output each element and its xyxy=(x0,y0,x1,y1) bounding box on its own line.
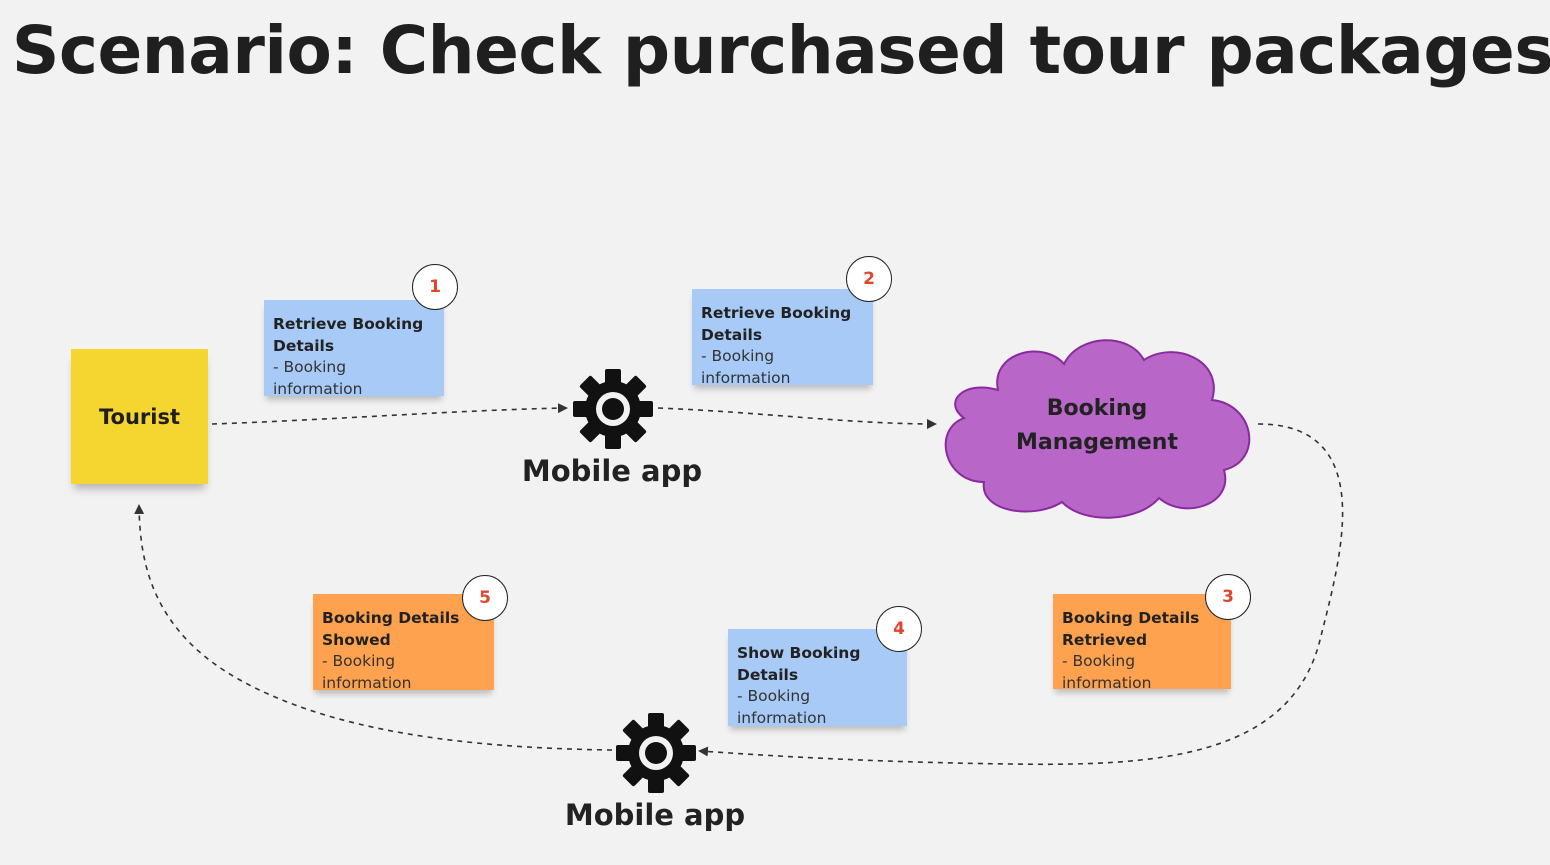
step-badge-4: 4 xyxy=(876,606,922,652)
note-3-heading-line1: Booking Details xyxy=(1062,609,1200,627)
system-label-line1: Booking xyxy=(1046,396,1148,421)
note-1-heading-line1: Retrieve Booking xyxy=(273,315,424,333)
note-2-heading-line1: Retrieve Booking xyxy=(701,304,852,322)
note-5-heading-line2: Showed xyxy=(322,630,391,649)
step-badge-2: 2 xyxy=(846,256,892,302)
note-2-heading-line2: Details xyxy=(701,325,763,344)
tourist-label: Tourist xyxy=(98,404,180,429)
step-badge-1: 1 xyxy=(412,264,458,310)
mobile-app-label-top: Mobile app xyxy=(521,454,703,488)
step-badge-3: 3 xyxy=(1205,574,1251,620)
mobile-app-label-bottom: Mobile app xyxy=(564,798,746,832)
note-3-body: - Booking information xyxy=(1062,652,1152,692)
note-5-body: - Booking information xyxy=(322,652,412,692)
note-3-heading-line2: Retrieved xyxy=(1062,630,1148,649)
note-step-5[interactable]: Booking Details Showed - Booking informa… xyxy=(313,594,494,692)
note-step-1[interactable]: Retrieve Booking Details - Booking infor… xyxy=(264,300,444,398)
note-4-heading-line1: Show Booking xyxy=(737,644,861,662)
note-5-heading-line1: Booking Details xyxy=(322,609,460,627)
note-4-heading-line2: Details xyxy=(737,665,799,684)
gear-icon[interactable] xyxy=(572,368,654,450)
note-1-body: - Booking information xyxy=(273,358,363,398)
gear-icon[interactable] xyxy=(615,712,697,794)
tourist-sticky[interactable]: Tourist xyxy=(71,349,208,484)
booking-management-label: Booking Management xyxy=(957,392,1237,460)
note-step-2[interactable]: Retrieve Booking Details - Booking infor… xyxy=(692,289,873,387)
connector-tourist-to-app xyxy=(211,403,568,425)
connector-booking-to-app xyxy=(698,423,1344,766)
diagram-title: Scenario: Check purchased tour packages xyxy=(11,12,1550,89)
note-1-heading-line2: Details xyxy=(273,336,335,355)
note-4-body: - Booking information xyxy=(737,687,827,727)
note-step-3[interactable]: Booking Details Retrieved - Booking info… xyxy=(1053,594,1231,692)
system-label-line2: Management xyxy=(1016,430,1178,455)
connector-app-to-booking xyxy=(657,407,937,429)
step-badge-5: 5 xyxy=(462,575,508,621)
note-step-4[interactable]: Show Booking Details - Booking informati… xyxy=(728,629,907,727)
booking-management-cloud-icon[interactable] xyxy=(934,330,1258,520)
connector-app-to-tourist xyxy=(134,504,613,751)
note-2-body: - Booking information xyxy=(701,347,791,387)
